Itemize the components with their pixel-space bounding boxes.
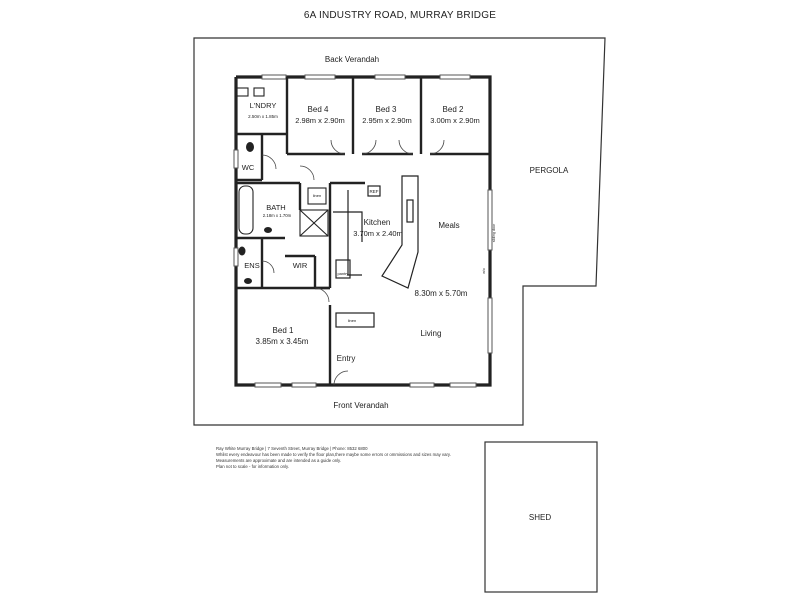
front-verandah-label: Front Verandah bbox=[333, 401, 388, 410]
bed2-dimensions: 3.00m x 2.90m bbox=[430, 116, 480, 125]
wir-label: WIR bbox=[293, 261, 308, 270]
disclaimer: Ray White Murray Bridge | 7 Seventh Stre… bbox=[216, 446, 471, 470]
disclaimer-agency: Ray White Murray Bridge | 7 Seventh Stre… bbox=[216, 446, 368, 451]
door-swings bbox=[261, 139, 445, 386]
plan-title: 6A INDUSTRY ROAD, MURRAY BRIDGE bbox=[303, 10, 497, 21]
wall-label: w/o bbox=[482, 268, 486, 274]
sliding-door-label: sliding door bbox=[492, 223, 496, 242]
bed1-dimensions: 3.85m x 3.45m bbox=[256, 337, 309, 346]
ref-label: REF bbox=[370, 189, 379, 194]
pergola-label: PERGOLA bbox=[530, 166, 569, 175]
entry-label: Entry bbox=[337, 354, 356, 363]
back-verandah-label: Back Verandah bbox=[325, 55, 379, 64]
kitchen-counters bbox=[333, 175, 419, 289]
meals-label: Meals bbox=[438, 221, 459, 230]
shed-label: SHED bbox=[529, 513, 551, 522]
bath-fittings bbox=[235, 87, 329, 237]
living-label: Living bbox=[421, 329, 442, 338]
disclaimer-measurements: Measurements are approximate and are int… bbox=[216, 458, 342, 463]
toilet-fixtures bbox=[238, 142, 272, 284]
laundry-dimensions: 2.50m x 1.85m bbox=[248, 114, 278, 119]
wc-label: WC bbox=[242, 163, 255, 172]
disclaimer-scale: Plan not to scale - for information only… bbox=[216, 464, 290, 469]
site-outline bbox=[193, 37, 606, 426]
meals-living-dimensions: 8.30m x 5.70m bbox=[415, 289, 468, 298]
bed4-dimensions: 2.98m x 2.90m bbox=[295, 116, 345, 125]
kitchen-dimensions: 3.70m x 2.40m bbox=[353, 229, 403, 238]
bed3-label: Bed 3 bbox=[376, 105, 397, 114]
bed4-label: Bed 4 bbox=[308, 105, 329, 114]
interior-walls bbox=[236, 77, 490, 385]
windows bbox=[233, 74, 493, 388]
linen-bottom-label: linen bbox=[348, 318, 356, 323]
disclaimer-accuracy: Whilst every endeavour has been made to … bbox=[216, 452, 451, 457]
ens-label: ENS bbox=[244, 261, 259, 270]
linen-top-label: linen bbox=[313, 193, 321, 198]
bed3-dimensions: 2.95m x 2.90m bbox=[362, 116, 412, 125]
shed-outline bbox=[484, 441, 598, 593]
bath-dimensions: 2.18m x 1.70m bbox=[263, 213, 292, 218]
laundry-label: L'NDRY bbox=[250, 101, 277, 110]
bed1-label: Bed 1 bbox=[273, 326, 294, 335]
linen-cupboard bbox=[335, 312, 375, 328]
kitchen-label: Kitchen bbox=[364, 218, 391, 227]
bath-label: BATH bbox=[266, 203, 285, 212]
bed2-label: Bed 2 bbox=[443, 105, 464, 114]
pantry-label: pantry bbox=[337, 271, 348, 276]
